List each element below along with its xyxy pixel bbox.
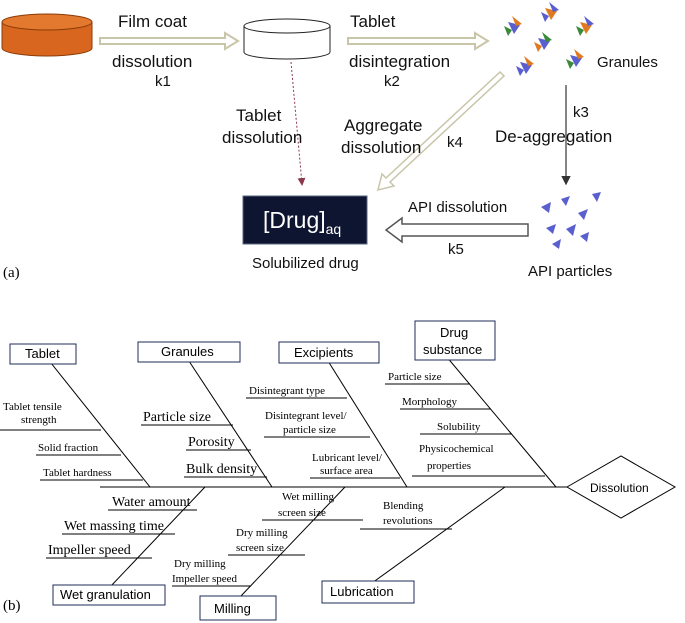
k4-label: k4 bbox=[447, 134, 463, 151]
category-drug-substance bbox=[414, 320, 496, 361]
category-wet-granulation-label: Wet granulation bbox=[60, 587, 151, 602]
cause-disintegrant-level-1: Disintegrant level/ bbox=[265, 410, 348, 422]
cause-tablet-tensile-2: strength bbox=[21, 414, 57, 426]
film-dissolution-label: dissolution bbox=[112, 52, 192, 71]
granules-icon bbox=[504, 2, 594, 76]
k5-label: k5 bbox=[448, 241, 464, 258]
cause-solubility: Solubility bbox=[437, 421, 481, 433]
bone-tablet bbox=[42, 352, 151, 488]
cause-disintegrant-type: Disintegrant type bbox=[249, 385, 325, 397]
cause-wet-massing-time: Wet massing time bbox=[64, 519, 164, 534]
category-excipients-label: Excipients bbox=[294, 345, 354, 360]
disintegration-arrow bbox=[347, 31, 490, 51]
category-excipients bbox=[278, 341, 380, 364]
aggregate-dissolution-label-1: Aggregate bbox=[344, 116, 422, 135]
tablet-dissolution-arrow bbox=[290, 61, 306, 186]
drug-label: [Drug]aq bbox=[263, 207, 341, 237]
aggregate-dissolution-label-2: dissolution bbox=[341, 138, 421, 157]
film-coat-arrow bbox=[99, 31, 240, 51]
cause-wet-milling-1: Wet milling bbox=[282, 491, 334, 503]
cause-dry-milling-impeller-2: Impeller speed bbox=[172, 573, 238, 585]
coated-tablet-icon bbox=[1, 13, 93, 57]
cause-impeller-speed: Impeller speed bbox=[48, 543, 131, 558]
k2-label: k2 bbox=[384, 73, 400, 90]
k3-label: k3 bbox=[573, 104, 589, 121]
cause-blending-2: revolutions bbox=[383, 515, 433, 527]
cause-morphology: Morphology bbox=[402, 396, 458, 408]
cause-lubricant-level-1: Lubricant level/ bbox=[312, 452, 383, 464]
category-granules-label: Granules bbox=[161, 344, 214, 359]
category-tablet-label: Tablet bbox=[25, 346, 60, 361]
cause-water-amount: Water amount bbox=[112, 495, 191, 510]
cause-blending-1: Blending bbox=[383, 500, 424, 512]
tablet-dissolution-label-1: Tablet bbox=[236, 106, 282, 125]
bone-granules bbox=[182, 351, 273, 488]
api-particles-icon bbox=[541, 192, 601, 249]
cause-solid-fraction: Solid fraction bbox=[38, 442, 99, 454]
cause-bulk-density: Bulk density bbox=[186, 462, 257, 477]
panel-a: Film coat dissolution k1 Tablet disinteg… bbox=[1, 2, 658, 281]
panel-a-label: (a) bbox=[3, 265, 20, 281]
disintegration-label: disintegration bbox=[349, 52, 450, 71]
drug-box bbox=[242, 195, 368, 245]
cause-particle-size-g: Particle size bbox=[143, 410, 211, 425]
cause-particle-size-d: Particle size bbox=[388, 371, 442, 383]
category-drug-substance-label-1: Drug bbox=[440, 325, 468, 340]
cause-porosity: Porosity bbox=[188, 435, 235, 450]
bone-lubrication bbox=[371, 486, 506, 584]
tablet-icon bbox=[243, 18, 331, 60]
api-particles-label: API particles bbox=[528, 263, 612, 280]
category-lubrication bbox=[321, 580, 415, 604]
category-drug-substance-label-2: substance bbox=[423, 342, 482, 357]
k1-label: k1 bbox=[155, 73, 171, 90]
api-dissolution-label: API dissolution bbox=[408, 199, 507, 216]
category-lubrication-label: Lubrication bbox=[330, 584, 394, 599]
cause-dry-milling-screen-2: screen size bbox=[236, 542, 284, 554]
cause-tablet-hardness: Tablet hardness bbox=[43, 467, 112, 479]
cause-physchem-1: Physicochemical bbox=[419, 443, 494, 455]
cause-physchem-2: properties bbox=[427, 460, 471, 472]
api-dissolution-arrow bbox=[384, 216, 529, 244]
granules-label: Granules bbox=[597, 54, 658, 71]
aggregate-dissolution-arrow bbox=[376, 70, 506, 192]
bone-milling bbox=[239, 486, 346, 598]
bone-wet-granulation bbox=[109, 486, 206, 588]
category-milling bbox=[199, 595, 277, 621]
de-aggregation-label: De-aggregation bbox=[495, 127, 612, 146]
category-wet-granulation bbox=[52, 584, 166, 606]
tablet-label: Tablet bbox=[350, 12, 396, 31]
bone-excipients bbox=[322, 352, 408, 488]
effect-label: Dissolution bbox=[590, 481, 649, 495]
bone-drug-substance bbox=[445, 355, 557, 488]
cause-dry-milling-impeller-1: Dry milling bbox=[174, 558, 226, 570]
panel-b: Dissolution Tablet Granules Excipients D… bbox=[0, 320, 677, 621]
cause-dry-milling-screen-1: Dry milling bbox=[236, 527, 288, 539]
cause-lubricant-level-2: surface area bbox=[320, 465, 373, 477]
cause-disintegrant-level-2: particle size bbox=[283, 424, 336, 436]
solubilized-drug-label: Solubilized drug bbox=[252, 255, 359, 272]
category-granules bbox=[137, 341, 241, 363]
category-tablet bbox=[9, 343, 77, 365]
film-coat-label: Film coat bbox=[118, 12, 187, 31]
tablet-dissolution-label-2: dissolution bbox=[222, 128, 302, 147]
panel-b-label: (b) bbox=[3, 598, 21, 614]
category-milling-label: Milling bbox=[214, 601, 251, 616]
cause-wet-milling-2: screen size bbox=[278, 507, 326, 519]
cause-tablet-tensile-1: Tablet tensile bbox=[3, 401, 62, 413]
effect-diamond bbox=[565, 455, 677, 519]
